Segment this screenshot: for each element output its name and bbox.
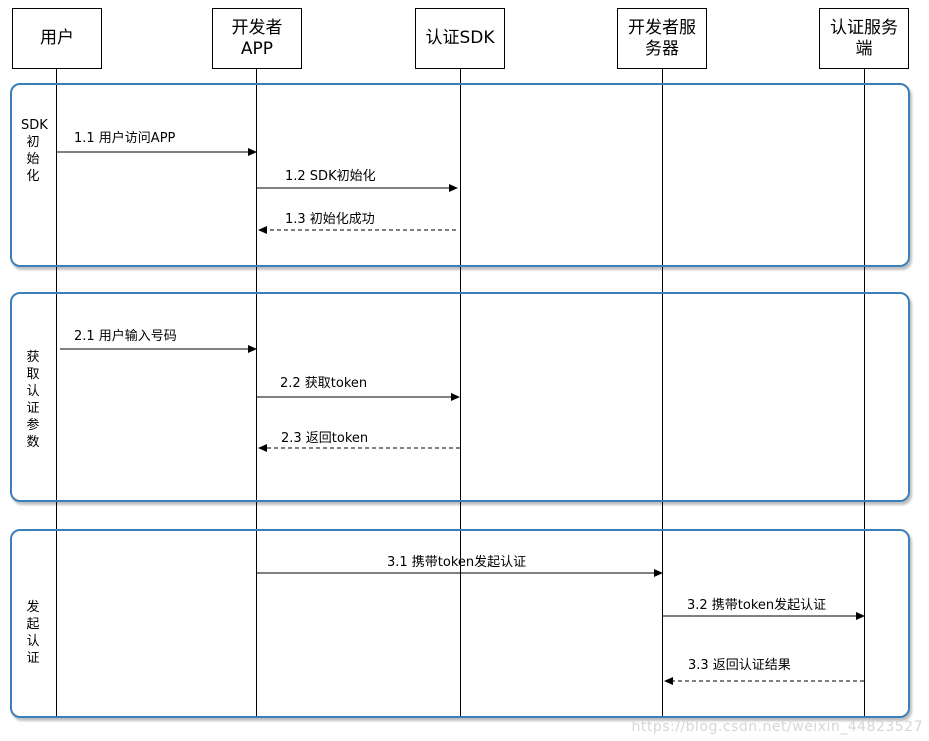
- actor-server: 开发者服务器: [617, 8, 707, 69]
- lifeline-server: [662, 69, 663, 717]
- frame-start-auth: [10, 529, 910, 718]
- frame-label-get-params: 获取认证参数: [26, 350, 40, 450]
- message-label-1-3: 1.3 初始化成功: [285, 212, 375, 227]
- frame-sdk-init: [10, 83, 910, 267]
- lifeline-auth: [864, 69, 865, 717]
- frame-label-start-auth: 发起认证: [26, 600, 40, 666]
- message-label-2-1: 2.1 用户输入号码: [74, 329, 177, 344]
- message-label-2-2: 2.2 获取token: [280, 376, 368, 391]
- actor-app: 开发者APP: [212, 8, 302, 69]
- message-label-3-3: 3.3 返回认证结果: [688, 658, 791, 673]
- watermark: https://blog.csdn.net/weixin_44823527: [631, 719, 923, 735]
- lifeline-user: [56, 69, 57, 717]
- message-label-3-1: 3.1 携带token发起认证: [387, 555, 527, 570]
- actor-sdk: 认证SDK: [415, 8, 505, 69]
- frame-get-params: [10, 292, 910, 502]
- actor-user: 用户: [12, 8, 102, 69]
- lifeline-sdk: [460, 69, 461, 717]
- actor-auth: 认证服务端: [819, 8, 909, 69]
- message-label-1-1: 1.1 用户访问APP: [74, 131, 176, 146]
- frame-label-sdk-init: SDK初始化: [21, 118, 48, 184]
- message-label-2-3: 2.3 返回token: [281, 431, 369, 446]
- message-label-3-2: 3.2 携带token发起认证: [687, 598, 827, 613]
- lifeline-app: [256, 69, 257, 717]
- message-label-1-2: 1.2 SDK初始化: [285, 169, 376, 184]
